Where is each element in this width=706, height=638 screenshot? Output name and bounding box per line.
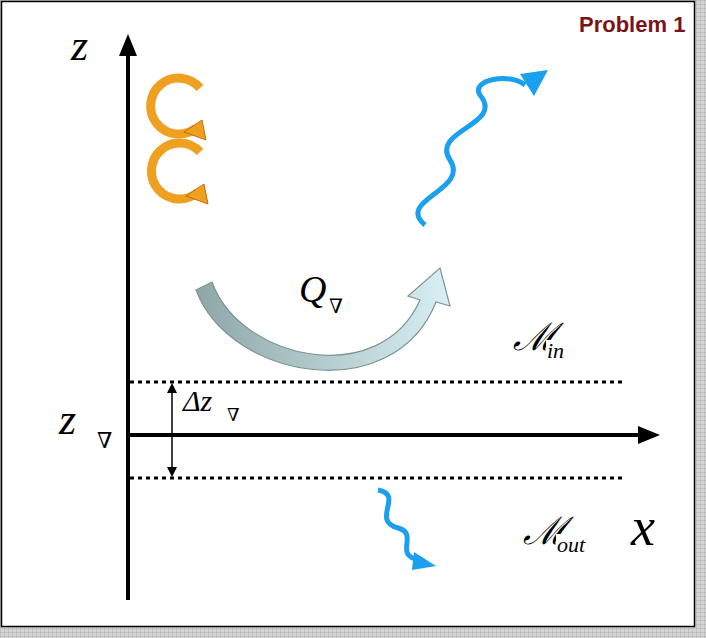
level-label: z (58, 398, 77, 442)
wave-down (378, 490, 420, 560)
wave-arrowhead (520, 70, 548, 96)
eddies (151, 78, 200, 199)
subscript: ∇ (96, 430, 113, 452)
problem-title: Problem 1 (578, 14, 686, 36)
subscript: ∇ (226, 406, 241, 424)
eddy-arrowhead (186, 184, 208, 204)
axis-label: x (630, 500, 656, 554)
subscript: out (556, 534, 586, 556)
layer-boundary (130, 381, 625, 384)
x-axis (128, 433, 645, 437)
axis-arrowhead (119, 34, 137, 56)
subscript: ∇ (328, 296, 344, 316)
thickness-arrow (171, 386, 173, 474)
axis-label: z (70, 24, 89, 68)
wave-up (418, 78, 525, 225)
axis-arrowhead (638, 426, 660, 444)
subscript: in (546, 340, 565, 362)
layer-boundary (130, 477, 625, 480)
flux-label: Q (298, 270, 327, 308)
thickness-arrowheads (167, 383, 177, 477)
thickness-label: Δz (182, 386, 213, 416)
z-axis (126, 48, 130, 600)
frame (2, 2, 695, 627)
wave-arrowhead (412, 552, 436, 570)
eddy-arrowhead (184, 120, 206, 140)
flux-arrow (196, 268, 450, 370)
